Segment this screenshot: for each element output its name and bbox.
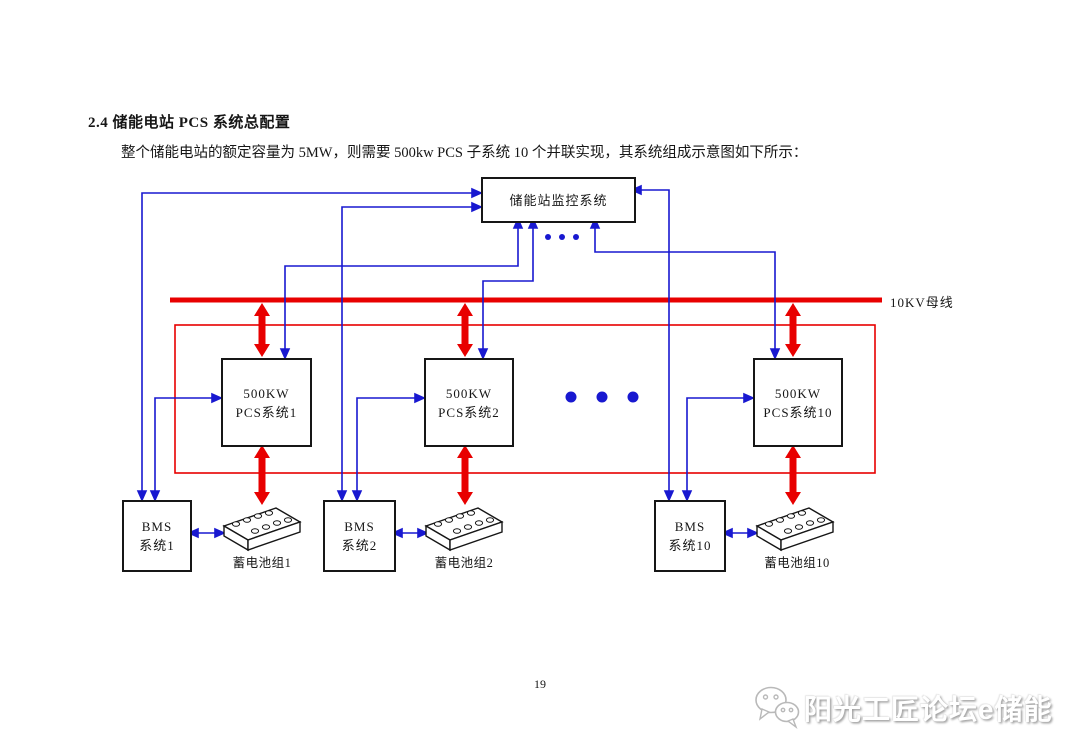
link-monitor-pcs1 — [279, 217, 524, 360]
link-bms2-battery2 — [391, 527, 429, 539]
pcs2-line1: 500KW — [445, 385, 493, 401]
page-number: 19 — [534, 677, 546, 691]
battery-icon-10 — [756, 507, 834, 551]
power-arrow-bus-pcs2 — [457, 303, 473, 357]
body-paragraph: 整个储能电站的额定容量为 5MW，则需要 500kw PCS 子系统 10 个并… — [121, 145, 808, 161]
battery-label-2: 蓄电池组2 — [434, 556, 494, 570]
bms1-line1: BMS — [141, 519, 173, 534]
power-arrow-bus-pcs10 — [785, 303, 801, 357]
pcs2-line2: PCS系统2 — [438, 404, 500, 420]
battery-label-1: 蓄电池组1 — [232, 556, 292, 570]
link-monitor-bms2 — [336, 201, 483, 502]
power-arrow-bus-pcs1 — [254, 303, 270, 357]
ellipsis-dots-pcs — [565, 391, 639, 403]
watermark: 阳光工匠论坛e储能 — [752, 682, 1053, 734]
power-arrow-pcs10-battery10 — [785, 445, 801, 505]
pcs1-line1: 500KW — [243, 385, 290, 401]
pcs-box-2: 500KW PCS系统2 — [424, 358, 514, 447]
bms-box-2: BMS 系统2 — [323, 500, 396, 572]
pcs-group-frame — [174, 324, 876, 474]
link-bms1-pcs1 — [149, 392, 223, 502]
watermark-text: 阳光工匠论坛e储能 — [804, 694, 1053, 725]
link-monitor-pcs2 — [477, 217, 539, 360]
battery-label-10: 蓄电池组10 — [764, 556, 830, 570]
monitor-system-box: 储能站监控系统 — [481, 177, 636, 223]
link-bms2-pcs2 — [351, 392, 426, 502]
pcs-box-1: 500KW PCS系统1 — [221, 358, 312, 447]
pcs-box-10: 500KW PCS系统10 — [753, 358, 843, 447]
link-monitor-bms1 — [136, 187, 483, 502]
bms10-line2: 系统10 — [668, 538, 712, 553]
power-arrow-pcs2-battery2 — [457, 445, 473, 505]
link-bms10-pcs10 — [681, 392, 755, 502]
bus-label: 10KV母线 — [890, 295, 954, 310]
battery-icon-1 — [223, 507, 301, 551]
battery-icon-2 — [425, 507, 503, 551]
bms-box-1: BMS 系统1 — [122, 500, 192, 572]
pcs10-line2: PCS系统10 — [763, 404, 833, 420]
bms10-line1: BMS — [674, 519, 706, 534]
power-arrow-pcs1-battery1 — [254, 445, 270, 505]
ellipsis-dots-monitor — [545, 234, 579, 240]
bms1-line2: 系统1 — [139, 538, 175, 553]
link-bms10-battery10 — [721, 527, 759, 539]
link-monitor-pcs10 — [589, 217, 781, 360]
section-heading: 2.4 储能电站 PCS 系统总配置 — [88, 115, 291, 131]
link-bms1-battery1 — [187, 527, 226, 539]
pcs1-line2: PCS系统1 — [235, 404, 298, 420]
bms2-line2: 系统2 — [341, 538, 378, 553]
bms2-line1: BMS — [344, 519, 375, 534]
monitor-system-label: 储能站监控系统 — [509, 192, 608, 208]
wechat-icon — [755, 686, 800, 729]
bms-box-10: BMS 系统10 — [654, 500, 726, 572]
link-monitor-bms10 — [630, 184, 675, 502]
pcs10-line1: 500KW — [774, 385, 822, 401]
